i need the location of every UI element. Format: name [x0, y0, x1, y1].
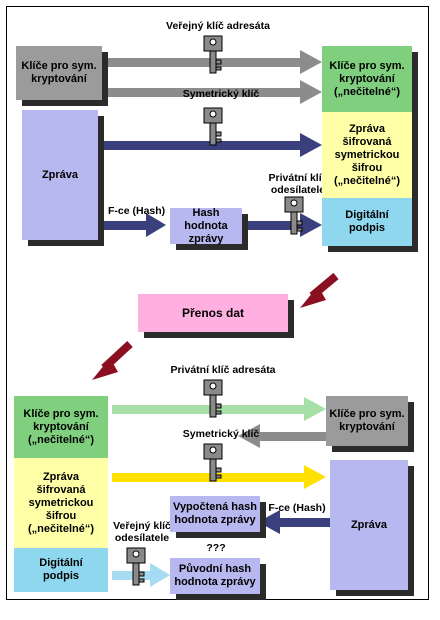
box-sym-keys-received-text: Klíče pro sym. kryptování („nečitelné“): [23, 407, 99, 446]
public-key-label-top: Veřejný klíč adresáta: [166, 20, 270, 32]
box-message-decrypted-text: Zpráva: [350, 518, 388, 531]
box-encrypted-message: Zpráva šifrovaná symetrickou šifrou („ne…: [322, 112, 412, 198]
box-computed-hash: Vypočtená hash hodnota zprávy: [170, 496, 260, 532]
box-message-source-text: Zpráva: [41, 168, 79, 181]
box-message-decrypted: Zpráva: [330, 460, 408, 590]
fce-label-top: F-ce (Hash): [108, 205, 166, 217]
arrow-top-gray-1: [104, 50, 322, 74]
box-sym-keys-decrypted-text: Klíče pro sym. kryptování: [329, 408, 405, 433]
box-encrypted-message-received: Zpráva šifrovaná symetrickou šifrou („ne…: [14, 458, 108, 548]
arrow-top-navy-1: [100, 133, 322, 157]
right-stack-shadow-bottom: [328, 246, 418, 252]
box-encrypted-message-text: Zpráva šifrovaná symetrickou šifrou („ne…: [333, 122, 400, 187]
key-icon: [203, 107, 223, 146]
box-encrypted-message-received-text: Zpráva šifrovaná symetrickou šifrou („ne…: [27, 470, 94, 535]
right-stack-shadow: [412, 52, 418, 252]
box-original-hash: Původní hash hodnota zprávy: [170, 558, 260, 594]
box-hash-value: Hash hodnota zprávy: [170, 206, 242, 245]
arrow-top-signature: [244, 213, 322, 237]
box-sym-keys-received: Klíče pro sym. kryptování („nečitelné“): [14, 396, 108, 458]
box-hash-value-text: Hash hodnota zprávy: [184, 206, 228, 245]
question-marks: ???: [206, 542, 226, 554]
arrow-bottom-navy: [258, 510, 330, 534]
private-key-label-bottom: Privátní klíč adresáta: [170, 364, 276, 376]
sym-key-label-top: Symetrický klíč: [182, 88, 260, 100]
arrow-transfer-in: [300, 272, 339, 308]
box-data-transfer-text: Přenos dat: [181, 305, 244, 320]
arrow-transfer-out: [92, 341, 133, 380]
box-digital-signature-received: Digitální podpis: [14, 548, 108, 592]
public-key-label-bottom: Veřejný klíč odesílatele: [113, 520, 171, 544]
box-sym-keys-decrypted: Klíče pro sym. kryptování: [326, 396, 408, 446]
arrow-bottom-green: [112, 397, 326, 421]
arrow-top-hash: [100, 213, 166, 237]
box-data-transfer: Přenos dat: [138, 294, 288, 332]
box-digital-signature: Digitální podpis: [322, 198, 412, 246]
arrow-bottom-lightblue: [112, 563, 170, 587]
box-original-hash-text: Původní hash hodnota zprávy: [174, 563, 256, 588]
sym-key-label-bottom: Symetrický klíč: [182, 428, 260, 440]
box-digital-signature-text: Digitální podpis: [345, 209, 389, 234]
box-sym-keys-source: Klíče pro sym. kryptování: [16, 46, 102, 100]
box-computed-hash-text: Vypočtená hash hodnota zprávy: [173, 501, 257, 526]
fce-label-bottom: F-ce (Hash): [268, 502, 326, 514]
box-sym-keys-encrypted-text: Klíče pro sym. kryptování („nečitelné“): [329, 59, 405, 98]
box-sym-keys-encrypted: Klíče pro sym. kryptování („nečitelné“): [322, 46, 412, 112]
box-sym-keys-source-text: Klíče pro sym. kryptování: [21, 60, 97, 85]
box-digital-signature-received-text: Digitální podpis: [39, 557, 83, 582]
arrow-bottom-gray: [238, 424, 330, 448]
arrow-top-gray-2: [104, 80, 322, 104]
private-key-label-top: Privátní klíč odesílatele: [268, 172, 328, 196]
key-icon: [203, 35, 223, 74]
arrow-bottom-yellow: [112, 465, 326, 489]
box-message-source: Zpráva: [22, 110, 98, 240]
